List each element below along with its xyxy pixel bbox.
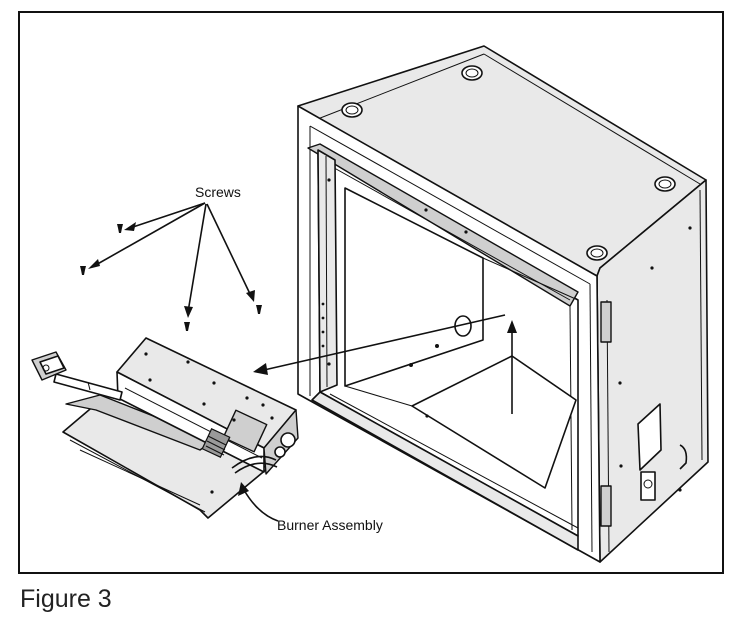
screw [80, 266, 86, 275]
lift-arrow [507, 320, 517, 414]
top-mount-hole [586, 245, 608, 261]
burner-assembly-label: Burner Assembly [277, 517, 383, 533]
screw [256, 305, 262, 314]
burner-assembly-leader [238, 482, 279, 522]
side-access-panel [637, 403, 662, 471]
side-knockout [640, 471, 656, 501]
figure-caption: Figure 3 [20, 585, 112, 613]
figure-frame [18, 11, 724, 574]
screws-label: Screws [195, 184, 241, 200]
burner-assembly [31, 337, 299, 519]
screw-leaders [93, 202, 252, 313]
screw [117, 224, 123, 233]
install-arrow [253, 314, 506, 375]
screw [184, 322, 190, 331]
firebox-enclosure [297, 45, 709, 563]
top-mount-hole [654, 176, 676, 192]
top-mount-hole [341, 102, 363, 118]
top-mount-hole [461, 65, 483, 81]
